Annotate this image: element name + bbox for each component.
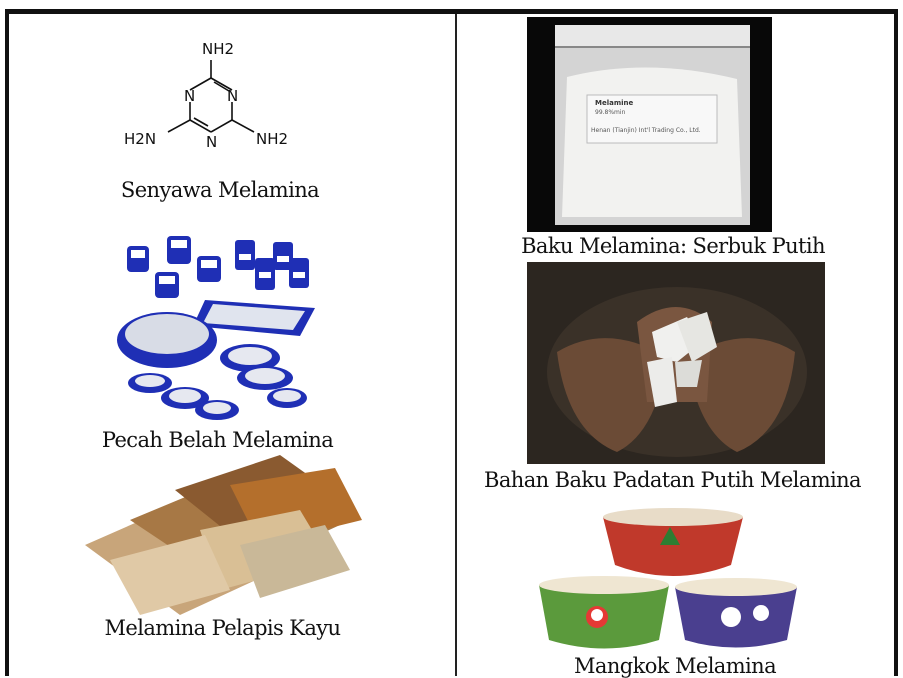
nh2-top-label: NH2 [202,40,234,58]
melamine-tableware-photo [117,236,315,420]
bag-label-purity: 99.8%min [595,109,626,116]
melamine-wood-panels-photo [85,455,362,615]
caption-tableware: Pecah Belah Melamina [101,428,334,452]
caption-bowls: Mangkok Melamina [574,654,777,678]
bag-label-company: Henan (Tianjin) Int'l Trading Co., Ltd. [591,127,701,134]
caption-wood-coating: Melamina Pelapis Kayu [104,616,342,640]
melamine-structure-diagram: NH2 N N N H2N NH2 [124,40,288,151]
center-divider [455,14,457,676]
n-label-right: N [227,87,238,105]
melamine-bowls-photo [539,508,797,649]
nh2-right-label: NH2 [256,130,288,148]
caption-raw-powder: Baku Melamina: Serbuk Putih [521,234,825,258]
h2n-left-label: H2N [124,130,156,148]
melamine-powder-bag-photo: Melamine 99.8%min Henan (Tianjin) Int'l … [527,17,772,232]
melamine-solid-hands-photo [527,262,825,464]
bag-label-title: Melamine [595,99,634,107]
n-label-left: N [184,87,195,105]
caption-melamine-compound: Senyawa Melamina [120,178,320,202]
caption-solid-material: Bahan Baku Padatan Putih Melamina [484,468,862,492]
image-frame [5,9,898,676]
n-label-bottom: N [206,133,217,151]
